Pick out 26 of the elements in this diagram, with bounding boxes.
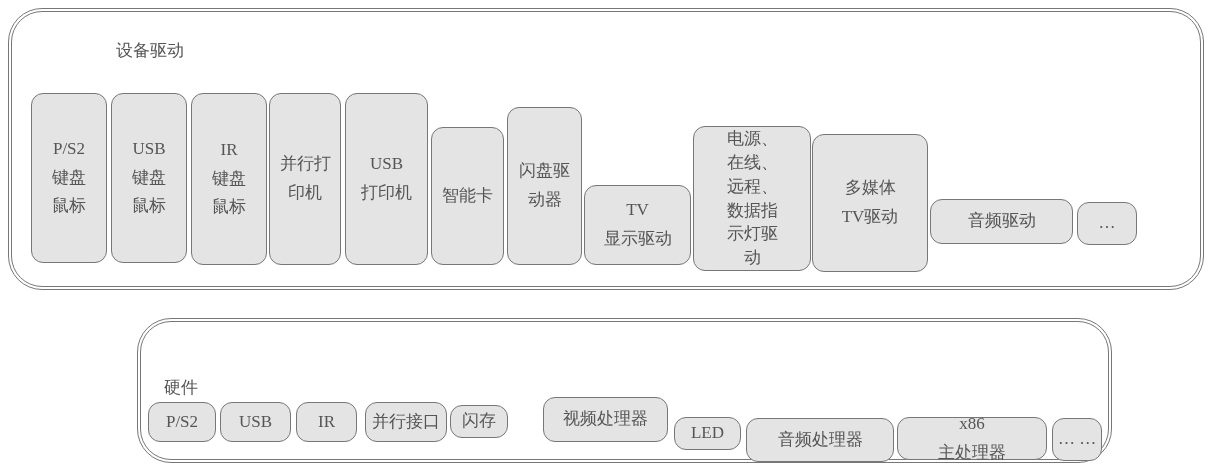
module-box: 多媒体TV驱动 <box>812 134 928 272</box>
group-panel <box>8 8 1204 290</box>
group-heading: 硬件 <box>164 377 198 399</box>
module-box: 并行接口 <box>365 402 447 442</box>
module-box: … … <box>1052 418 1102 461</box>
module-box: P/S2 <box>148 402 216 442</box>
module-box: P/S2键盘鼠标 <box>31 93 107 263</box>
module-box: 智能卡 <box>431 127 504 265</box>
module-box: TV显示驱动 <box>584 185 691 265</box>
module-box: USB <box>220 402 291 442</box>
module-box: IR键盘鼠标 <box>191 93 267 265</box>
group-panel <box>137 318 1112 463</box>
module-box: 闪盘驱动器 <box>507 107 582 265</box>
module-box: 并行打印机 <box>269 93 341 265</box>
module-box: 闪存 <box>450 405 508 438</box>
module-box: USB打印机 <box>345 93 428 265</box>
module-box: 视频处理器 <box>543 397 668 442</box>
module-box: LED <box>674 417 741 450</box>
module-box: 电源、在线、远程、数据指示灯驱动 <box>693 126 811 271</box>
group-heading: 设备驱动 <box>116 40 184 62</box>
module-box: 音频驱动 <box>930 199 1073 244</box>
module-box: … <box>1077 202 1137 245</box>
module-box: USB键盘鼠标 <box>111 93 187 263</box>
module-box: x86主处理器 <box>897 417 1047 460</box>
module-box: IR <box>296 402 357 442</box>
module-box: 音频处理器 <box>746 418 894 462</box>
